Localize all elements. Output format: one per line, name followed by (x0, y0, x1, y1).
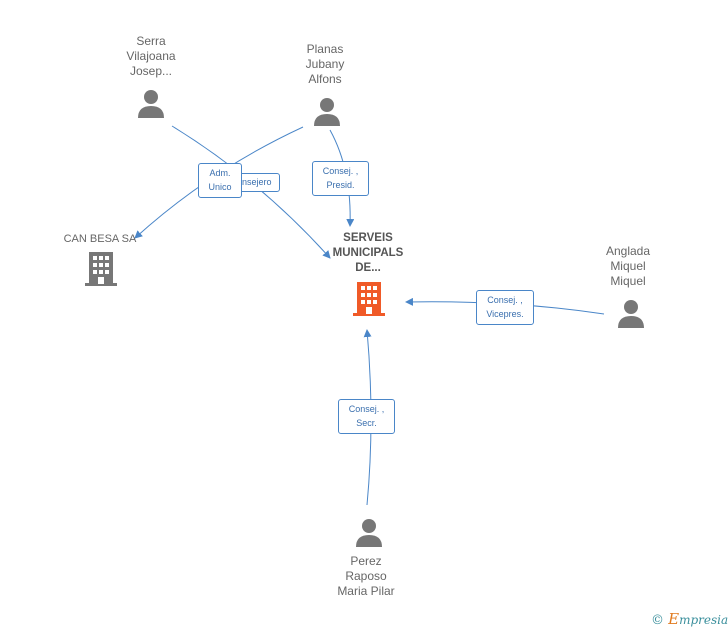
person-icon[interactable] (617, 299, 645, 329)
node-label-canbesa[interactable]: CAN BESA SA (63, 233, 137, 245)
edge-label-consej-presid[interactable]: Consej. , Presid. (312, 161, 369, 196)
person-icon[interactable] (137, 89, 165, 119)
copyright-symbol: © (651, 613, 664, 628)
edge-serra-serveis (171, 125, 331, 259)
building-icon[interactable] (85, 252, 117, 286)
edge-label-consej-vicepres[interactable]: Consej. , Vicepres. (476, 290, 534, 325)
edge-label-adm-unico[interactable]: Adm. Unico (198, 163, 242, 198)
brand-initial: E (668, 610, 680, 628)
node-label-serveis[interactable]: SERVEIS MUNICIPALS DE... (332, 232, 404, 274)
person-icon[interactable] (313, 97, 341, 127)
empresia-watermark: © Empresia (651, 610, 728, 628)
node-label-perez[interactable]: Perez Raposo Maria Pilar (337, 554, 395, 598)
brand-name: mpresia (679, 613, 728, 627)
node-label-anglada[interactable]: Anglada Miquel Miquel (605, 244, 651, 288)
edge-label-consej-secr[interactable]: Consej. , Secr. (338, 399, 395, 434)
node-label-planas[interactable]: Planas Jubany Alfons (305, 42, 345, 86)
main-building-icon[interactable] (353, 282, 385, 316)
node-label-serra[interactable]: Serra Vilajoana Josep... (126, 34, 176, 78)
person-icon[interactable] (355, 518, 383, 548)
